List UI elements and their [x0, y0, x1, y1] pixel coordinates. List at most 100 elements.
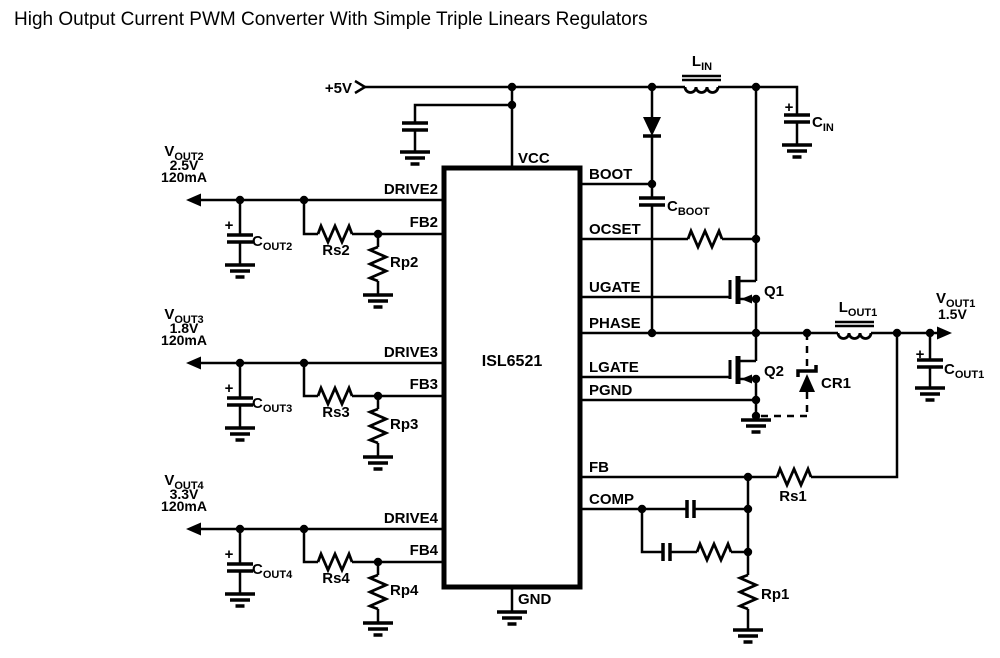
output2-capacitor-label: COUT2	[252, 233, 292, 253]
rp4-label: Rp4	[390, 582, 419, 599]
input-capacitor-label: CIN	[812, 114, 834, 134]
ground-symbol	[913, 386, 947, 402]
mosfet-q1	[730, 276, 760, 304]
rp1-label: Rp1	[761, 586, 789, 603]
pin-label-fb: FB	[589, 459, 609, 476]
wire-vcc-decoupling	[413, 103, 512, 152]
junction-dots	[235, 82, 935, 567]
rs3-resistor	[316, 386, 354, 406]
vout2-current: 120mA	[161, 169, 207, 185]
input-capacitor	[782, 113, 812, 124]
rp3-resistor	[368, 407, 388, 445]
vcc-decoupling-capacitor	[400, 121, 430, 132]
ground-symbol	[495, 610, 529, 626]
ground-symbol	[361, 455, 395, 471]
output3-capacitor	[225, 396, 255, 407]
output4-capacitor-polarity: +	[225, 546, 234, 563]
rs4-label: Rs4	[322, 570, 350, 587]
output1-capacitor-polarity: +	[916, 346, 925, 363]
pin-label-comp: COMP	[589, 491, 634, 508]
vout3-voltage: 1.8V	[170, 320, 199, 336]
pin-label-drive4: DRIVE4	[384, 510, 439, 527]
components	[186, 74, 952, 644]
wire-fb-loop	[580, 333, 899, 479]
pin-label-drive2: DRIVE2	[384, 181, 438, 198]
pin-label-fb2: FB2	[410, 214, 438, 231]
vout4-voltage: 3.3V	[170, 486, 199, 502]
vout3-arrow-icon	[186, 356, 201, 370]
rs1-resistor	[775, 467, 813, 487]
ground-symbol	[739, 418, 773, 434]
ground-symbol	[223, 592, 257, 608]
bootstrap-diode	[641, 115, 663, 138]
ic-part-number: ISL6521	[482, 353, 543, 370]
rp4-resistor	[368, 573, 388, 611]
schottky-diode-cr1	[796, 365, 818, 392]
ground-symbol	[731, 628, 765, 644]
output-inductor-label: LOUT1	[839, 299, 878, 319]
wire-output4	[198, 527, 444, 623]
ic-block	[441, 165, 583, 590]
wire-cr1-dashed	[756, 333, 809, 418]
boot-capacitor	[637, 196, 667, 207]
rs2-label: Rs2	[322, 242, 350, 259]
pin-label-drive3: DRIVE3	[384, 344, 438, 361]
ground-symbol	[361, 293, 395, 309]
page-title: High Output Current PWM Converter With S…	[14, 9, 648, 30]
pin-label-boot: BOOT	[589, 166, 632, 183]
ground-symbol	[780, 143, 814, 159]
comp-capacitor-lower	[661, 543, 672, 561]
output2-capacitor	[225, 233, 255, 244]
output2-capacitor-polarity: +	[225, 217, 234, 234]
pin-label-pgnd: PGND	[589, 382, 633, 399]
wire-output3	[198, 361, 444, 457]
comp-capacitor-upper	[685, 500, 696, 518]
output4-capacitor-label: COUT4	[252, 561, 293, 581]
vout2-voltage: 2.5V	[170, 157, 199, 173]
mosfet-q2	[730, 356, 760, 384]
rp1-resistor	[738, 573, 758, 611]
wire-output2	[198, 198, 444, 295]
vout2-arrow-icon	[186, 193, 201, 207]
rs2-resistor	[316, 224, 354, 244]
schottky-cr1-label: CR1	[821, 375, 851, 392]
pin-label-fb3: FB3	[410, 376, 438, 393]
ground-symbol	[361, 621, 395, 637]
rs4-resistor	[316, 552, 354, 572]
vout4-arrow-icon	[186, 522, 201, 536]
input-inductor-label: LIN	[692, 53, 712, 73]
vout4-current: 120mA	[161, 498, 207, 514]
mosfet-q2-label: Q2	[764, 363, 784, 380]
ocset-resistor	[686, 229, 724, 249]
pin-label-lgate: LGATE	[589, 359, 639, 376]
pin-label-phase: PHASE	[589, 315, 641, 332]
vout1-arrow-icon	[937, 326, 952, 340]
rs3-label: Rs3	[322, 404, 350, 421]
mosfet-q1-label: Q1	[764, 283, 784, 300]
rp2-resistor	[368, 245, 388, 283]
wire-5v-to-cin	[718, 85, 799, 115]
vout1-label: VOUT1	[936, 290, 975, 310]
vout1-voltage: 1.5V	[938, 306, 967, 322]
input-capacitor-polarity: +	[785, 99, 794, 116]
output4-capacitor	[225, 562, 255, 573]
rp2-label: Rp2	[390, 254, 418, 271]
rp3-label: Rp3	[390, 416, 418, 433]
output1-capacitor-label: COUT1	[944, 361, 984, 381]
supply-input-chevron-icon	[354, 79, 368, 95]
supply-label: +5V	[325, 80, 352, 97]
input-inductor	[680, 74, 723, 94]
pin-label-vcc: VCC	[518, 150, 550, 167]
output-inductor	[833, 320, 876, 340]
pin-label-ugate: UGATE	[589, 279, 640, 296]
pin-label-fb4: FB4	[410, 542, 439, 559]
comp-resistor	[695, 542, 733, 562]
vout4-label: VOUT4	[164, 472, 204, 492]
rs1-label: Rs1	[779, 488, 807, 505]
pin-label-ocset: OCSET	[589, 221, 641, 238]
vout3-label: VOUT3	[164, 306, 203, 326]
boot-capacitor-label: CBOOT	[667, 198, 710, 218]
output3-capacitor-label: COUT3	[252, 395, 292, 415]
